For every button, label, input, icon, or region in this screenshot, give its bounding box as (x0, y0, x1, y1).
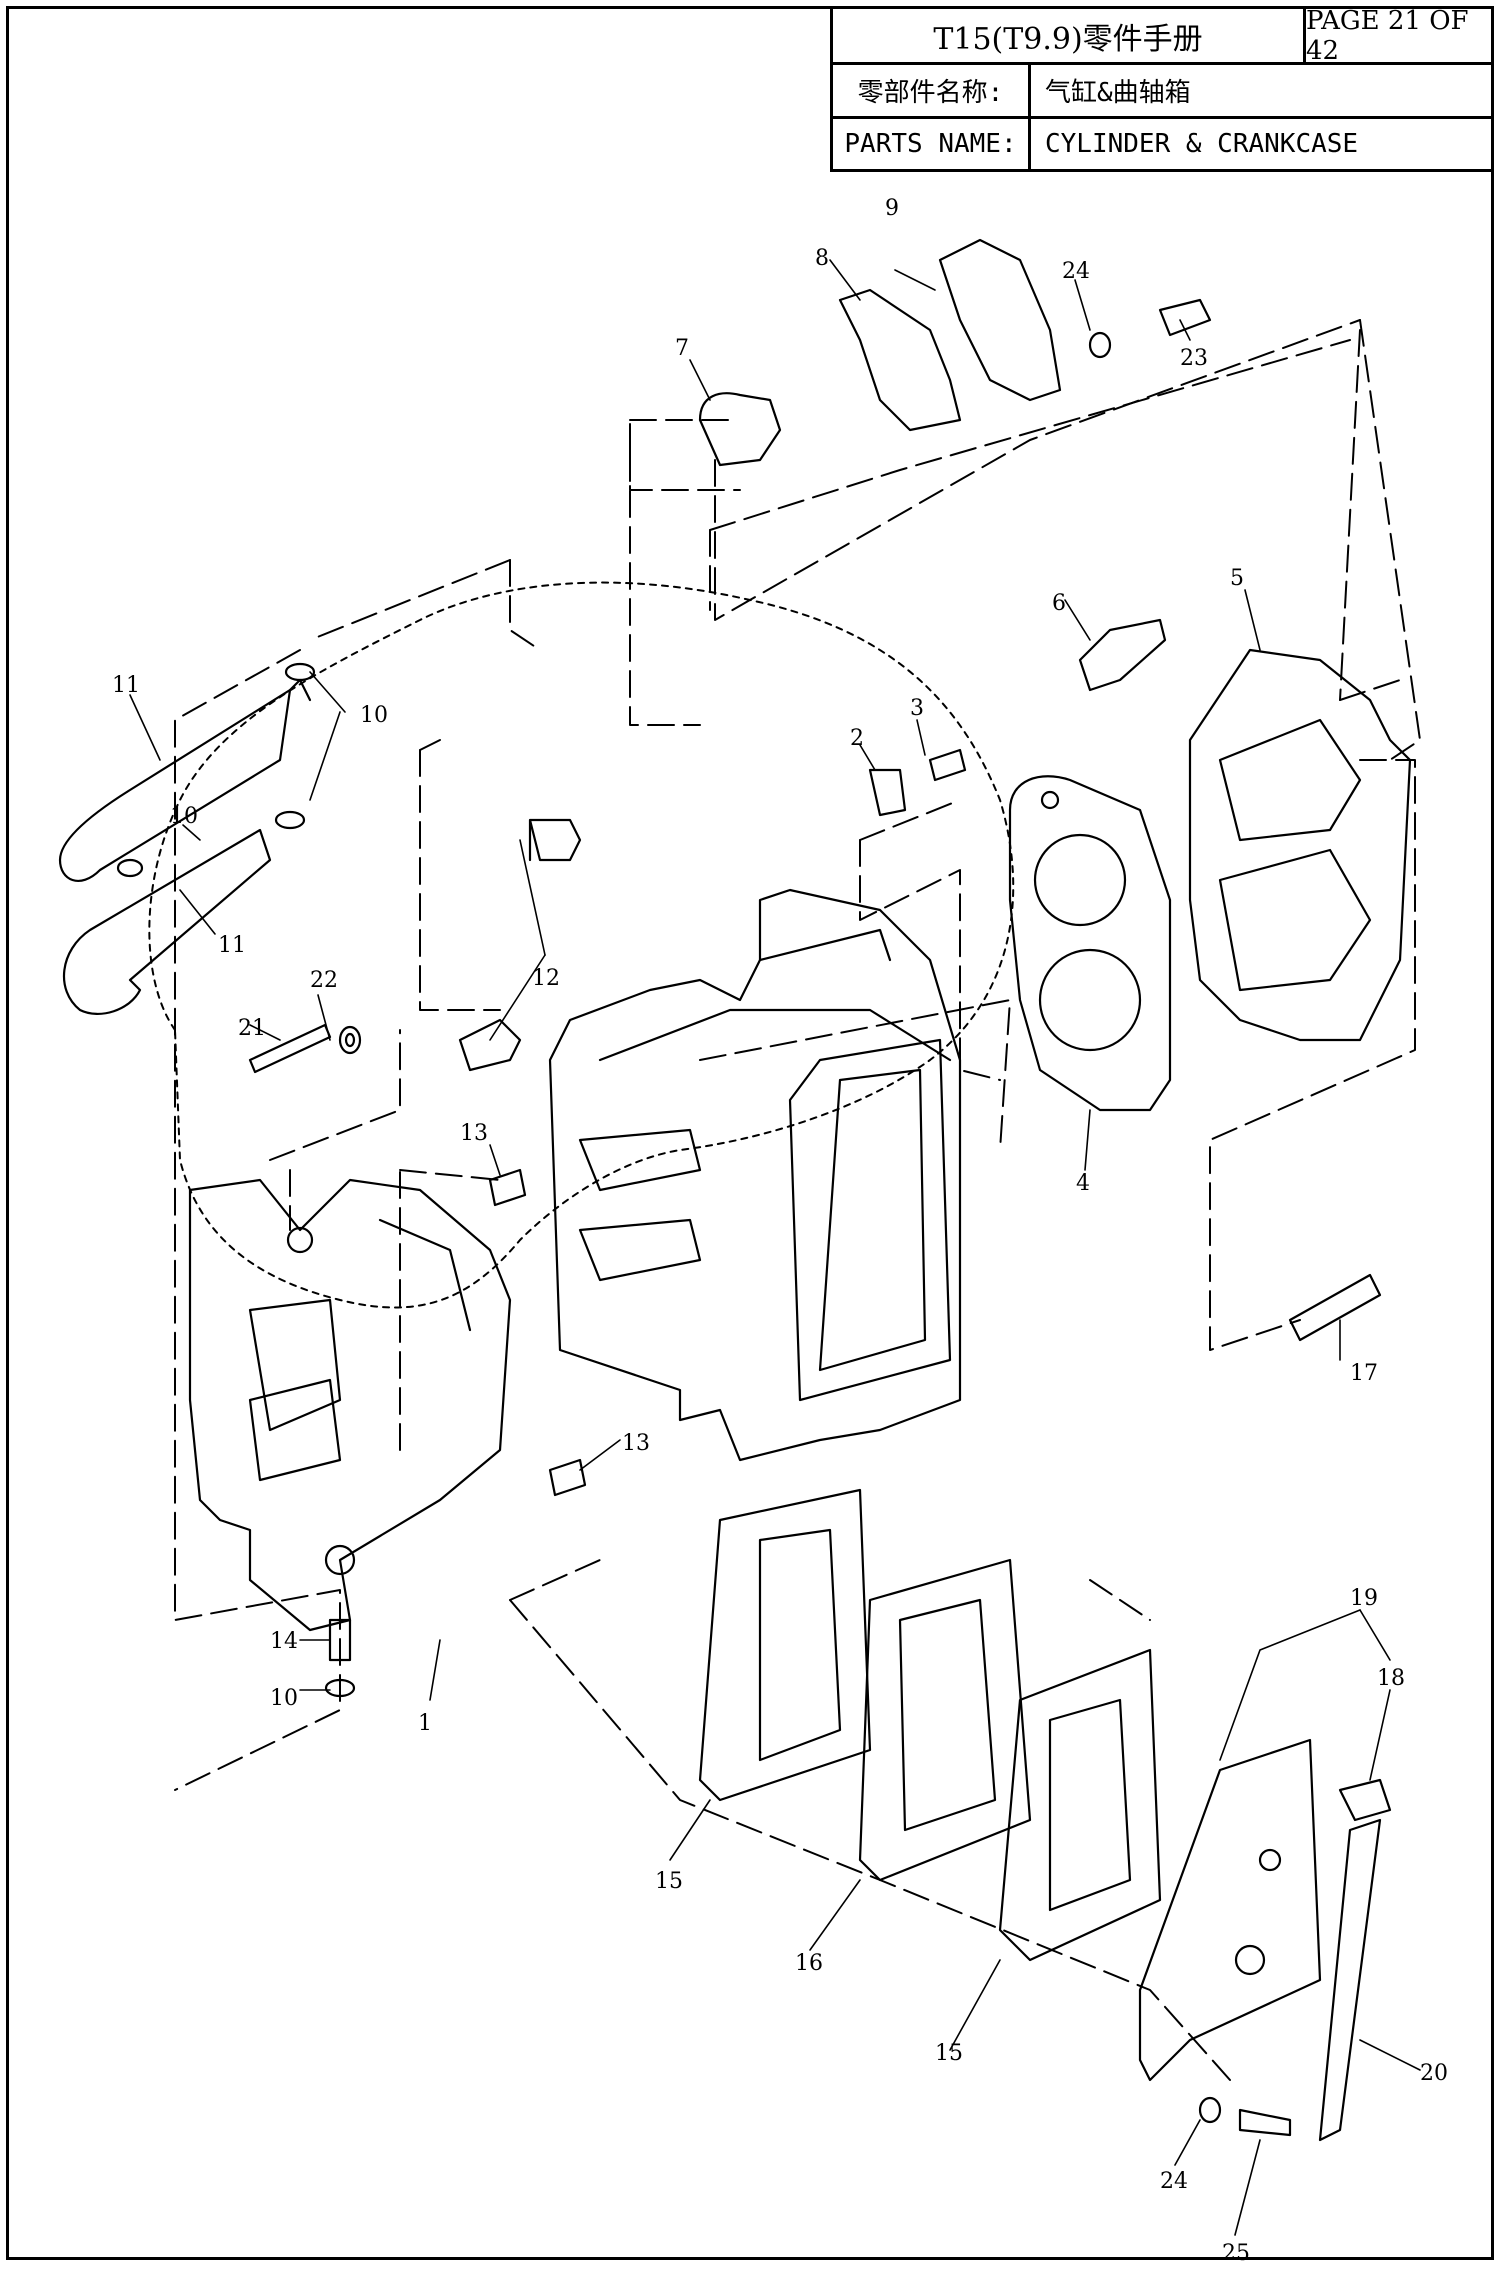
clip-group (116, 662, 356, 1698)
fitting-12-upper (528, 818, 582, 862)
callout-6: 6 (1052, 591, 1066, 616)
callout-9: 9 (885, 196, 899, 221)
cn-name-label: 零部件名称: (833, 65, 1031, 116)
callout-18: 18 (1377, 1666, 1405, 1691)
bracket-2 (868, 768, 907, 817)
callout-25: 25 (1222, 2241, 1250, 2266)
callout-11-lower: 11 (218, 933, 246, 958)
assembly-boundary-outline (148, 581, 1015, 1309)
cn-name-value: 气缸&曲轴箱 (1045, 78, 1191, 108)
callout-24-top: 24 (1062, 259, 1090, 284)
callout-21: 21 (238, 1016, 266, 1041)
page-number: PAGE 21 OF 42 (1306, 5, 1469, 66)
bolt-3 (928, 748, 967, 782)
callout-3: 3 (910, 696, 924, 721)
en-name-row: PARTS NAME: CYLINDER & CRANKCASE (833, 119, 1491, 169)
exhaust-gasket-lower (998, 1648, 1162, 1962)
bolt-17 (1288, 1273, 1382, 1342)
hose-lower (62, 828, 272, 1015)
callout-14: 14 (270, 1629, 298, 1654)
callout-16: 16 (795, 1951, 823, 1976)
fitting-18 (1338, 1778, 1392, 1822)
callout-23: 23 (1180, 346, 1208, 371)
page-border (6, 6, 1494, 2260)
bolt-21 (248, 1023, 332, 1074)
title-row: T15(T9.9)零件手册 PAGE 21 OF 42 (833, 5, 1491, 66)
callout-7: 7 (675, 336, 689, 361)
bolt-23 (1158, 298, 1212, 337)
bolt-14 (328, 1618, 352, 1662)
exhaust-plate (858, 1558, 1032, 1882)
callout-10-upper: 10 (360, 703, 388, 728)
cylinder-head (1188, 648, 1412, 1042)
callout-13-lower: 13 (622, 1431, 650, 1456)
callout-8: 8 (815, 246, 829, 271)
thermostat-gasket (838, 288, 962, 432)
callout-15-left: 15 (655, 1869, 683, 1894)
title-block: T15(T9.9)零件手册 PAGE 21 OF 42 零部件名称: 气缸&曲轴… (830, 6, 1494, 172)
callout-19: 19 (1350, 1586, 1378, 1611)
callout-11-upper: 11 (112, 673, 140, 698)
callout-24-bottom: 24 (1160, 2169, 1188, 2194)
callout-12: 12 (532, 966, 560, 991)
thermostat-cover (938, 238, 1062, 402)
exhaust-gasket-upper (698, 1488, 872, 1802)
hose-upper (58, 688, 292, 882)
callout-15-right: 15 (935, 2041, 963, 2066)
head-gasket (1008, 775, 1172, 1112)
hose-20 (1318, 1818, 1382, 2142)
callout-20: 20 (1420, 2061, 1448, 2086)
en-name-value: CYLINDER & CRANKCASE (1045, 129, 1359, 159)
crankcase-body (548, 888, 962, 1462)
thermostat (698, 392, 782, 467)
callout-5: 5 (1230, 566, 1244, 591)
dowel-13-lower (548, 1458, 587, 1497)
callout-13-upper: 13 (460, 1121, 488, 1146)
callout-1: 1 (418, 1711, 432, 1736)
exhaust-cover (1138, 1738, 1322, 2082)
manual-title: T15(T9.9)零件手册 (833, 9, 1306, 62)
dowel-13-upper (488, 1168, 527, 1207)
callout-2: 2 (850, 726, 864, 751)
cn-name-row: 零部件名称: 气缸&曲轴箱 (833, 65, 1491, 119)
callout-22: 22 (310, 968, 338, 993)
callout-10-left: 10 (170, 804, 198, 829)
en-name-label: PARTS NAME: (833, 119, 1031, 169)
callout-4: 4 (1076, 1171, 1090, 1196)
spark-plug (1078, 618, 1167, 692)
fitting-12-lower (458, 1018, 522, 1072)
callout-17: 17 (1350, 1361, 1378, 1386)
callout-10-lower: 10 (270, 1686, 298, 1711)
bolt-25 (1238, 2108, 1292, 2137)
cylinder-block (188, 1178, 512, 1632)
